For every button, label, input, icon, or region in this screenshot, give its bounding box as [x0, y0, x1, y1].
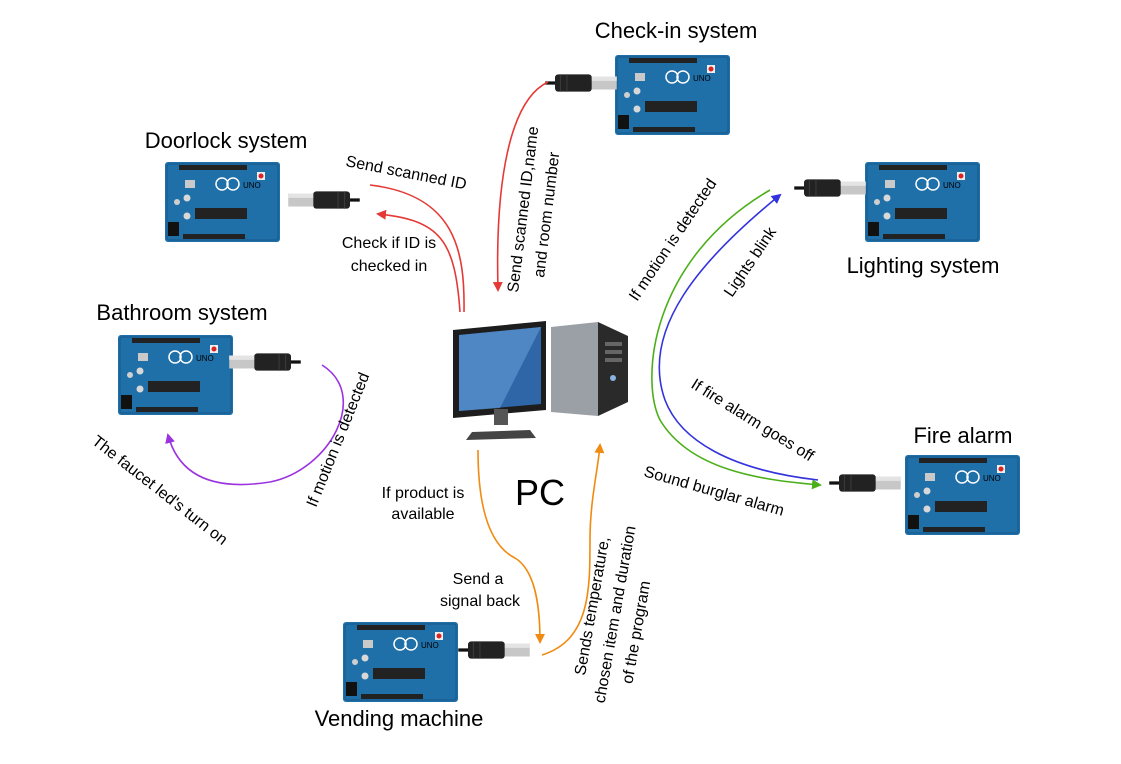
vending-sends-arrow: [541, 443, 605, 656]
vending-signal-label-1: Send a: [453, 571, 504, 588]
doorlock-check-label-2: checked in: [351, 258, 428, 275]
bathroom-motion-label: If motion is detected: [304, 370, 373, 509]
fire-title: Fire alarm: [913, 423, 1012, 448]
vending-sends-label: Sends temperature, chosen item and durat…: [572, 525, 654, 705]
lighting-title: Lighting system: [847, 253, 1000, 278]
doorlock-check-arrow: [376, 209, 461, 313]
checkin-usb-plug-icon: [545, 72, 617, 94]
pc-icon: [453, 321, 628, 440]
lighting-arduino-board-icon: [865, 162, 980, 242]
fire-burglar-label: Sound burglar alarm: [642, 464, 786, 520]
lighting-blink-arrow: [658, 193, 819, 481]
vending-title: Vending machine: [315, 706, 484, 731]
bathroom-title: Bathroom system: [96, 300, 267, 325]
fire-arduino-board-icon: [905, 455, 1020, 535]
bathroom-faucet-label: The faucet led's turn on: [89, 433, 231, 549]
vending-usb-plug-icon: [458, 639, 530, 661]
doorlock-check-label-1: Check if ID is: [342, 235, 436, 252]
doorlock-send-arrow: [369, 184, 465, 313]
vending-product-label-2: available: [391, 506, 454, 523]
checkin-title: Check-in system: [595, 18, 758, 43]
doorlock-send-label: Send scanned ID: [344, 153, 468, 193]
doorlock-arduino-board-icon: [165, 162, 280, 242]
lighting-motion-arrow: [651, 189, 822, 490]
fire-goes-off-label: If fire alarm goes off: [688, 376, 817, 465]
vending-signal-label-2: signal back: [440, 593, 521, 610]
lighting-blink-label: Lights blink: [721, 224, 780, 301]
bathroom-arduino-board-icon: [118, 335, 233, 415]
doorlock-usb-plug-icon: [288, 189, 360, 211]
doorlock-title: Doorlock system: [145, 128, 308, 153]
bathroom-arrow: [165, 364, 344, 486]
bathroom-usb-plug-icon: [229, 353, 301, 370]
lighting-usb-plug-icon: [792, 177, 868, 199]
checkin-arduino-board-icon: [615, 55, 730, 135]
lighting-motion-label: If motion is detected: [626, 176, 720, 304]
fire-usb-plug-icon: [829, 474, 901, 491]
checkin-to-pc-arrow: [492, 81, 549, 292]
checkin-send-label: Send scanned ID,name and room number: [505, 125, 563, 293]
vending-arduino-board-icon: [343, 622, 458, 702]
vending-product-label-1: If product is: [382, 485, 465, 502]
vending-signal-arrow: [477, 449, 545, 644]
pc-label: PC: [515, 472, 565, 513]
